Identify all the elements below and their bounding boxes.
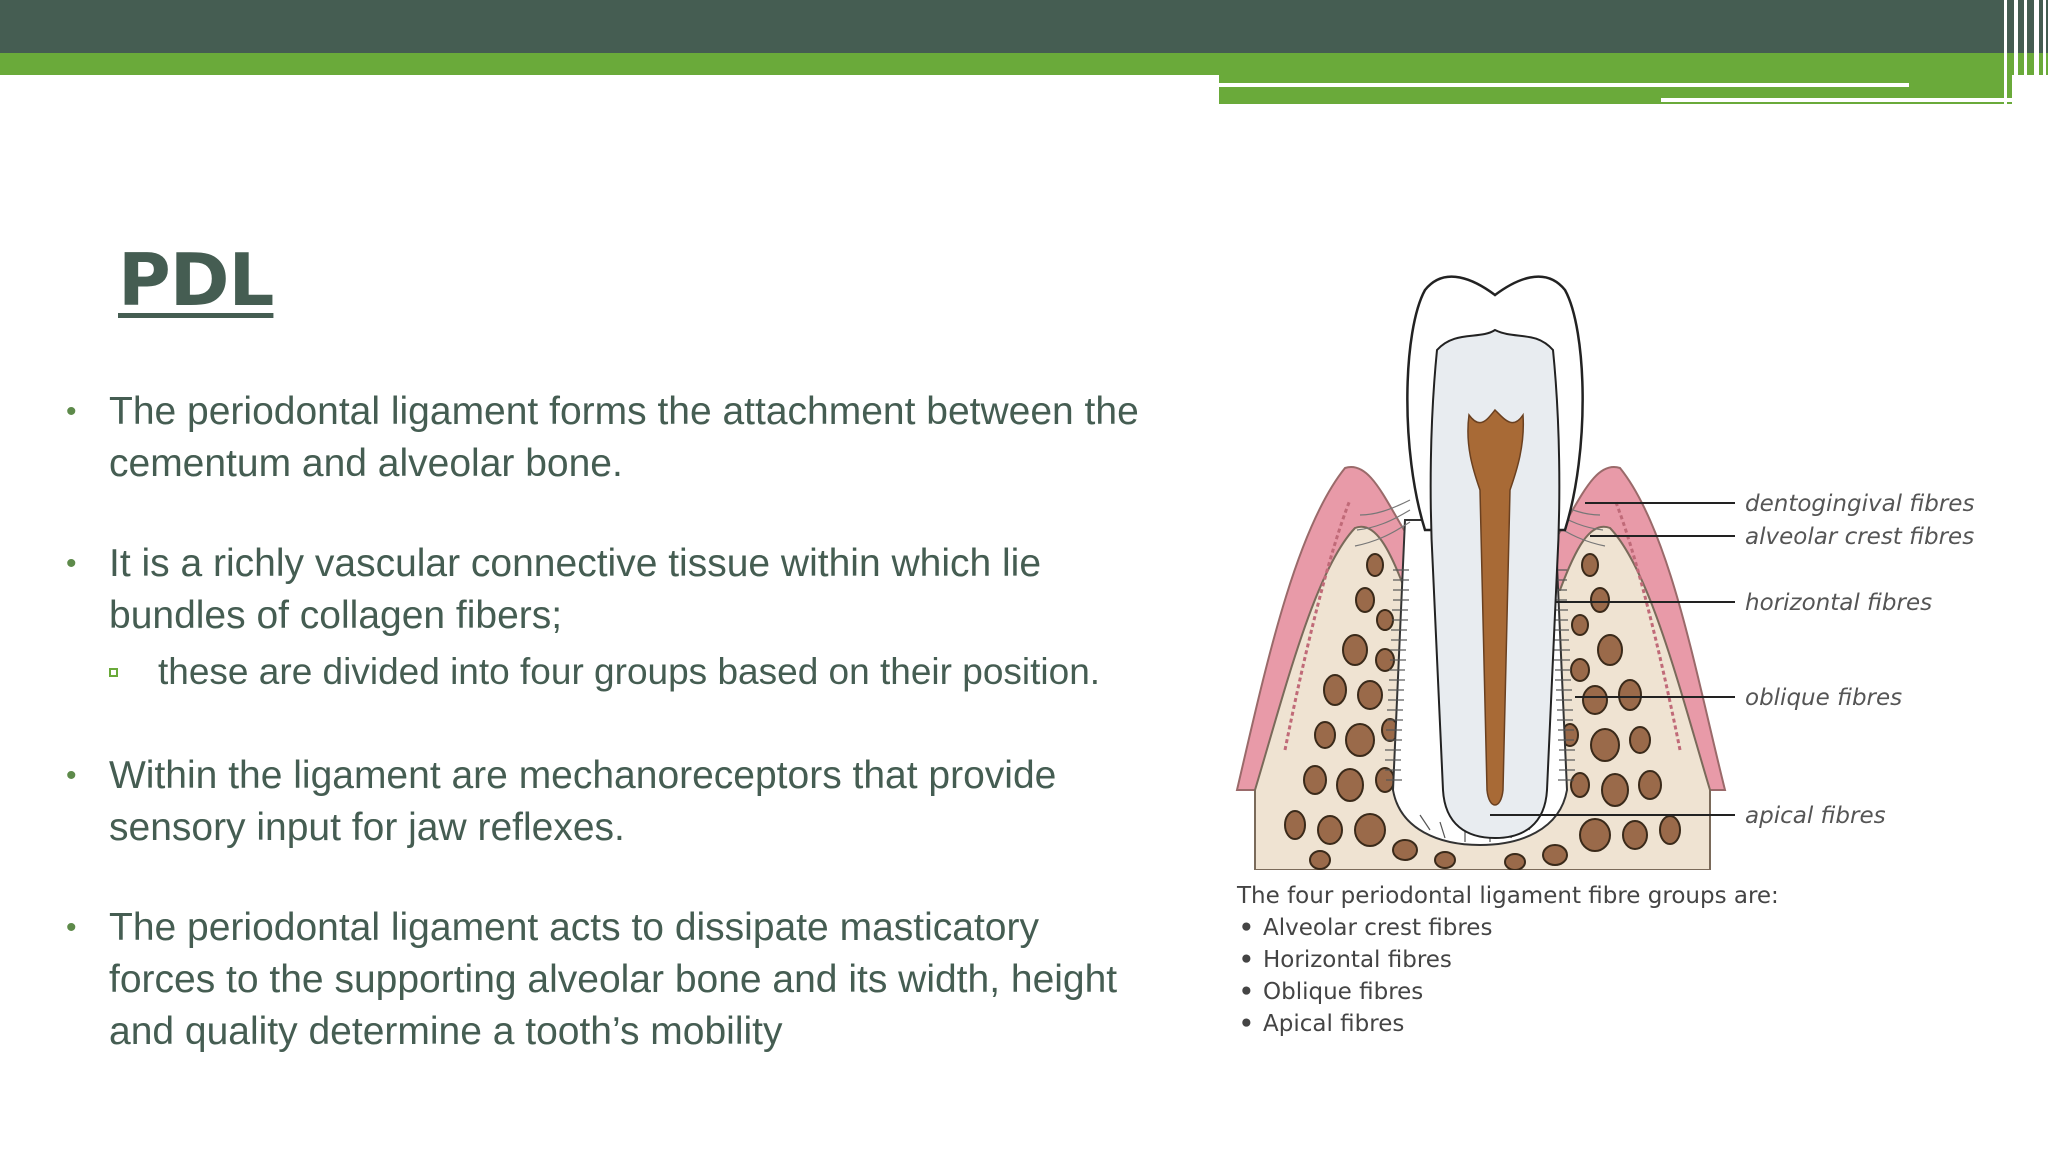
gingival-margin [1283,499,1682,751]
leader-lines [1490,502,1735,816]
pulp [1467,408,1525,806]
bullet-text: Within the ligament are mechanoreceptors… [109,754,1057,849]
header-accent-line [1219,83,1909,87]
header-stripes [1994,0,2048,104]
ligament-fibres [1385,569,1575,842]
slide-title: PDL [118,238,274,322]
tooth-diagram: dentogingival fibres alveolar crest fibr… [1225,270,1985,870]
header-accent-line-short [1661,98,2012,102]
bullet-item: Within the ligament are mechanoreceptors… [60,750,1150,854]
sub-bullet-text: these are divided into four groups based… [158,651,1101,692]
label-dentogingival-fibres: dentogingival fibres [1745,491,1974,517]
header-band-dark [0,0,2048,53]
sub-bullet-item: these are divided into four groups based… [109,642,1150,702]
bullet-text: It is a richly vascular connective tissu… [109,542,1042,637]
figure-caption: The four periodontal ligament fibre grou… [1237,880,1797,1040]
label-oblique-fibres: oblique fibres [1745,685,1902,711]
caption-heading: The four periodontal ligament fibre grou… [1237,883,1779,909]
caption-item: Apical fibres [1237,1008,1797,1040]
caption-item: Horizontal fibres [1237,944,1797,976]
bullet-list: The periodontal ligament forms the attac… [60,386,1150,1106]
bullet-item: It is a richly vascular connective tissu… [60,538,1150,702]
caption-item: Oblique fibres [1237,976,1797,1008]
bullet-item: The periodontal ligament forms the attac… [60,386,1150,490]
bullet-text: The periodontal ligament acts to dissipa… [109,906,1118,1053]
label-apical-fibres: apical fibres [1745,803,1886,829]
label-horizontal-fibres: horizontal fibres [1745,590,1932,616]
bullet-text: The periodontal ligament forms the attac… [109,390,1139,485]
label-alveolar-crest-fibres: alveolar crest fibres [1745,524,1974,550]
bone-trabeculae [1284,553,1681,870]
bullet-item: The periodontal ligament acts to dissipa… [60,902,1150,1058]
tooth-diagram-illustration: dentogingival fibres alveolar crest fibr… [1235,275,1974,870]
caption-item: Alveolar crest fibres [1237,912,1797,944]
caption-list: Alveolar crest fibres Horizontal fibres … [1237,912,1797,1040]
header-band-green [0,53,2048,75]
